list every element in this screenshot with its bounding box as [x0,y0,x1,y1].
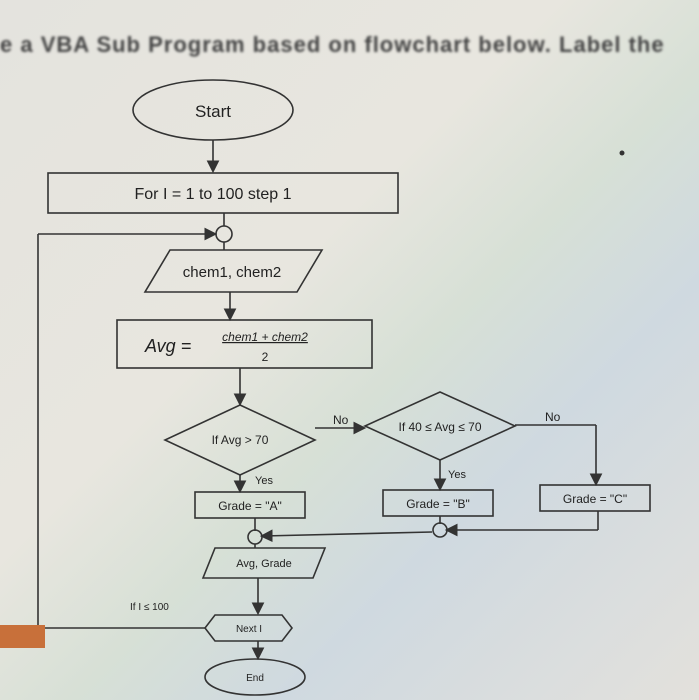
grade-a-box [194,491,306,519]
avg-box [116,319,373,369]
output-label: Avg, Grade [236,558,291,570]
grade-b-box [382,489,494,517]
end-label: End [246,673,264,684]
end-terminal [204,658,306,696]
no-label-1: No [333,413,349,427]
no-label-2: No [545,410,561,424]
loop-box [47,172,399,214]
start-label: Start [195,102,231,121]
input-label: chem1, chem2 [183,264,281,281]
input-shape [143,249,324,293]
grade-a-label: Grade = "A" [218,499,282,513]
loop-condition-label: If I ≤ 100 [130,602,169,613]
next-shape [203,614,294,642]
yes-label-2: Yes [448,469,466,481]
avg-lhs: Avg = [144,336,191,356]
decision-2-label: If 40 ≤ Avg ≤ 70 [398,420,481,434]
grade-c-box [539,484,651,512]
avg-denominator: 2 [262,350,269,364]
question-text: e a VBA Sub Program based on flowchart b… [0,32,665,57]
grade-b-label: Grade = "B" [406,497,470,511]
merge-connector-a [247,529,263,545]
decision-1-label: If Avg > 70 [212,433,269,447]
grade-c-label: Grade = "C" [563,492,627,506]
yes-label-1: Yes [255,475,273,487]
loop-connector [215,225,233,243]
next-label: Next I [236,624,262,635]
merge-connector-b [432,522,448,538]
orange-tab [0,625,45,648]
avg-numerator: chem1 + chem2 [222,330,308,344]
loop-label: For I = 1 to 100 step 1 [135,186,292,203]
output-shape [201,547,327,579]
